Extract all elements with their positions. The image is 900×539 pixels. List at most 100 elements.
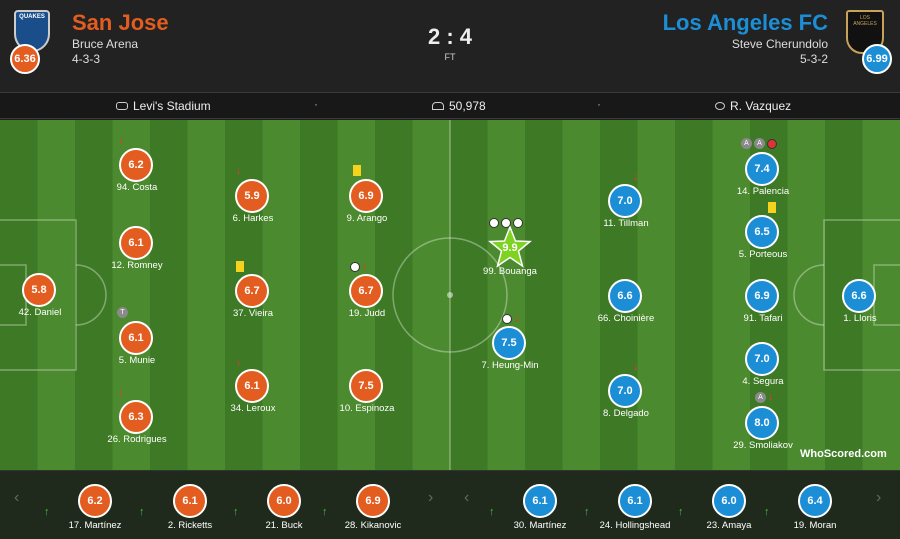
away-team-rating: 6.99 — [862, 44, 892, 74]
subbed-on-icon: ↑ — [678, 506, 684, 518]
player-rating: 6.3 — [119, 400, 153, 434]
subbed-on-icon: ↑ — [44, 506, 50, 518]
subbed-on-icon: ↑ — [139, 506, 145, 518]
yellow-card-icon — [768, 202, 776, 213]
goal-icon — [501, 218, 511, 228]
pitch: 6.2 94. Costa ↓ 6.1 12. Romney 6.1 5. Mu… — [0, 120, 900, 470]
prev-arrow-icon[interactable]: ‹ — [464, 489, 470, 506]
home-player-munie[interactable]: 6.1 5. Munie — [97, 321, 177, 366]
player-rating: 6.5 — [745, 215, 779, 249]
whistle-icon — [715, 102, 725, 110]
player-rating: 6.7 — [349, 274, 383, 308]
away-sub-moran[interactable]: ↑ 6.4 19. Moran — [760, 476, 870, 536]
player-events: A ↓ — [755, 392, 774, 403]
subbed-on-icon: ↑ — [764, 506, 770, 518]
away-player-porteous[interactable]: 6.5 5. Porteous — [723, 215, 803, 260]
player-name: 21. Buck — [265, 520, 303, 531]
separator: · — [314, 97, 318, 111]
player-rating: 8.0 — [745, 406, 779, 440]
home-sub-ricketts[interactable]: ↑ 6.1 2. Ricketts — [135, 476, 245, 536]
away-logo-text: LOS ANGELES — [853, 15, 877, 27]
home-player-rodrigues[interactable]: 6.3 26. Rodrigues — [97, 400, 177, 445]
player-name: 17. Martínez — [68, 520, 122, 531]
away-player-tillman[interactable]: 7.0 11. Tillman — [586, 184, 666, 229]
home-sub-buck[interactable]: ↑ 6.0 21. Buck — [229, 476, 339, 536]
player-name: 24. Hollingshead — [599, 520, 671, 531]
player-rating: 6.9 — [745, 279, 779, 313]
home-player-costa[interactable]: 6.2 94. Costa — [97, 148, 177, 193]
goal-icon — [513, 218, 523, 228]
subbed-off-icon: ↓ — [514, 312, 520, 324]
player-name: 66. Choinière — [597, 313, 655, 324]
home-sub-kikanovic[interactable]: ↑ 6.9 28. Kikanovic — [318, 476, 428, 536]
home-logo-text: QUAKES — [19, 14, 45, 20]
pitch-markings — [0, 120, 900, 470]
player-name: 5. Munie — [118, 355, 156, 366]
player-name: 9. Arango — [346, 213, 388, 224]
away-player-delgado[interactable]: 7.0 8. Delgado — [586, 374, 666, 419]
player-rating: 7.0 — [608, 184, 642, 218]
player-rating: 7.5 — [349, 369, 383, 403]
away-player-palencia[interactable]: 7.4 14. Palencia — [723, 152, 803, 197]
home-player-arango[interactable]: 6.9 9. Arango — [327, 179, 407, 224]
subbed-on-icon: ↑ — [233, 506, 239, 518]
event-badge-icon: T — [117, 307, 128, 318]
home-player-daniel[interactable]: 5.8 42. Daniel — [0, 273, 80, 318]
player-name: 30. Martínez — [513, 520, 567, 531]
away-player-lloris[interactable]: 6.6 1. Lloris — [820, 279, 900, 324]
player-events: ↓ — [502, 313, 520, 324]
player-name: 91. Tafari — [743, 313, 783, 324]
away-player-smoliakov[interactable]: 8.0 29. Smoliakov — [723, 406, 803, 451]
attendance-info: 50,978 — [432, 99, 486, 113]
substitutes-bar: ‹ ↑ 6.2 17. Martínez ↑ 6.1 2. Ricketts ↑… — [0, 470, 900, 539]
away-player-segura[interactable]: 7.0 4. Segura — [723, 342, 803, 387]
player-rating: 6.0 — [267, 484, 301, 518]
home-sub-martinez[interactable]: ↑ 6.2 17. Martínez — [40, 476, 150, 536]
player-name: 7. Heung-Min — [481, 360, 539, 371]
player-name: 99. Bouanga — [483, 266, 537, 277]
subbed-on-icon: ↑ — [584, 506, 590, 518]
player-rating: 6.2 — [119, 148, 153, 182]
next-arrow-icon[interactable]: › — [876, 489, 882, 506]
away-player-choiniere[interactable]: 6.6 66. Choinière — [586, 279, 666, 324]
away-player-tafari[interactable]: 6.9 91. Tafari — [723, 279, 803, 324]
yellow-card-icon — [353, 165, 361, 176]
player-events: A A — [741, 138, 777, 149]
away-sub-hollingshead[interactable]: ↑ 6.1 24. Hollingshead — [580, 476, 690, 536]
assist-badge-icon: A — [741, 138, 752, 149]
player-rating: 7.0 — [745, 342, 779, 376]
match-info-bar: Levi's Stadium · 50,978 · R. Vazquez — [0, 92, 900, 119]
away-sub-martinez[interactable]: ↑ 6.1 30. Martínez — [485, 476, 595, 536]
player-name: 94. Costa — [116, 182, 158, 193]
subbed-off-icon: ↓ — [768, 391, 774, 403]
man-of-the-match-star-icon — [488, 226, 532, 268]
subbed-off-icon: ↓ — [633, 171, 639, 183]
prev-arrow-icon[interactable]: ‹ — [14, 489, 20, 506]
away-sub-amaya[interactable]: ↑ 6.0 23. Amaya — [674, 476, 784, 536]
home-player-harkes[interactable]: 5.9 6. Harkes — [213, 179, 293, 224]
referee-name: R. Vazquez — [730, 99, 792, 113]
player-name: 12. Romney — [111, 260, 163, 271]
player-name: 14. Palencia — [736, 186, 790, 197]
home-player-vieira[interactable]: 6.7 37. Vieira — [213, 274, 293, 319]
next-arrow-icon[interactable]: › — [428, 489, 434, 506]
player-name: 37. Vieira — [233, 308, 273, 319]
home-player-leroux[interactable]: 6.1 34. Leroux — [213, 369, 293, 414]
player-rating: 6.1 — [235, 369, 269, 403]
away-team-name[interactable]: Los Angeles FC — [662, 10, 828, 35]
player-name: 5. Porteous — [738, 249, 788, 260]
subbed-off-icon: ↓ — [118, 135, 124, 147]
home-team-name[interactable]: San Jose — [72, 10, 169, 35]
stadium-name: Levi's Stadium — [133, 99, 211, 113]
player-rating: 6.9 — [349, 179, 383, 213]
match-header: QUAKES 6.36 San Jose Bruce Arena 4-3-3 2… — [0, 0, 900, 92]
away-player-bouanga[interactable]: 9.9 99. Bouanga — [470, 226, 550, 277]
home-player-romney[interactable]: 6.1 12. Romney — [97, 226, 177, 271]
away-player-heung-min[interactable]: 7.5 7. Heung-Min — [470, 326, 550, 371]
player-rating: 5.8 — [22, 273, 56, 307]
home-player-espinoza[interactable]: 7.5 10. Espinoza — [327, 369, 407, 414]
home-player-judd[interactable]: 6.7 19. Judd — [327, 274, 407, 319]
match-score: 2 : 4 — [427, 24, 473, 49]
player-rating: 6.1 — [119, 226, 153, 260]
home-manager: Bruce Arena — [72, 37, 139, 51]
